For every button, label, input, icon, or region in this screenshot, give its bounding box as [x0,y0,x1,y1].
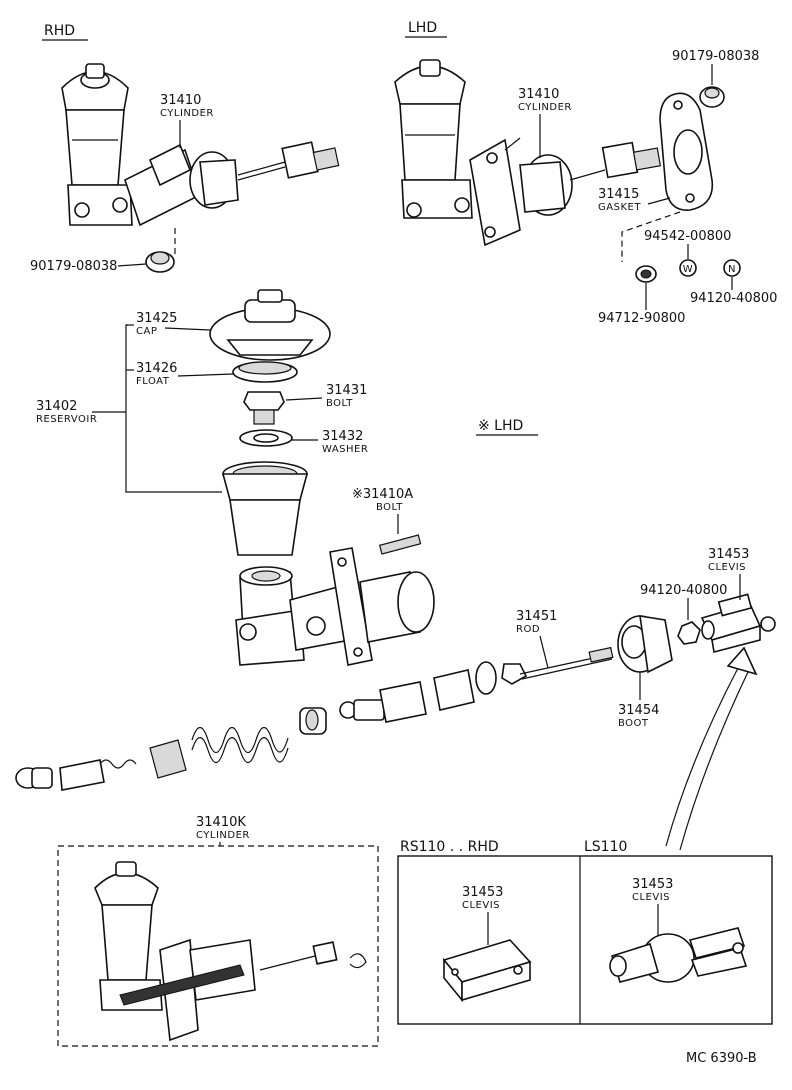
part-number: 94712-90800 [598,311,685,326]
callout-31425: 31425 CAP [136,311,211,337]
section-lhd: LHD [405,20,447,38]
boot-31454-drawing [617,615,673,674]
part-name: BOLT [326,398,353,409]
reservoir-31402-drawing [221,461,309,556]
callout-31415: 31415 GASKET [598,187,671,213]
part-name: RESERVOIR [36,414,97,425]
part-number: 31426 [136,361,177,376]
master-cylinder-body [235,547,435,666]
section-rhd-label: RHD [44,23,75,39]
lhd-cylinder-drawing [394,59,662,247]
grommet-90179-lhd [699,86,725,108]
marker-w: W [683,264,693,275]
callout-31432: 31432 WASHER [292,429,368,455]
callout-94120-mid: 94120-40800 [640,583,727,620]
callout-94542: 94542-00800 [644,229,731,259]
part-number: 31431 [326,383,367,398]
reservoir-bracket [92,324,222,493]
part-number: ※31410A [352,487,413,502]
part-number: 31415 [598,187,639,202]
part-number: 31425 [136,311,177,326]
part-name: WASHER [322,444,368,455]
callout-31402: 31402 RESERVOIR [36,399,97,425]
lhd-note: ※ LHD [476,418,538,436]
internal-parts [15,661,528,791]
part-number: 94120-40800 [640,583,727,598]
variant-boxes: RS110 . . RHD LS110 [397,839,773,1025]
washer-31432-drawing [239,429,293,447]
callout-94712: 94712-90800 [598,283,685,326]
part-number: 31432 [322,429,363,444]
callout-31410K: 31410K CYLINDER [196,815,250,846]
part-name: CLEVIS [632,892,670,903]
part-name: CYLINDER [160,108,214,119]
part-number: 90179-08038 [30,259,117,274]
part-number: 31453 [708,547,749,562]
callout-31453-rs110: 31453 CLEVIS [462,885,503,945]
part-name: ROD [516,624,540,635]
callout-31426: 31426 FLOAT [136,361,234,387]
part-name: CYLINDER [196,830,250,841]
part-number: 31410 [518,87,559,102]
variant-ls110-label: LS110 [584,839,627,855]
clevis-31453-drawing [700,593,776,653]
section-rhd: RHD [42,23,88,41]
diagram-code: MC 6390-B [686,1051,757,1066]
gasket-31415 [659,92,714,211]
callout-90179-rhd: 90179-08038 [30,228,176,274]
part-number: 94120-40800 [690,291,777,306]
callout-94120-top: 94120-40800 [690,277,777,306]
callout-31410A: ※31410A BOLT [352,487,413,534]
clevis-ls110-drawing [609,927,748,983]
part-name: CLEVIS [708,562,746,573]
callout-31431: 31431 BOLT [285,383,367,409]
cylinder-kit-box [57,845,379,1047]
float-31426-drawing [232,361,298,383]
part-number: 31454 [618,703,659,718]
cylinder-kit-drawing [94,861,367,1042]
rhd-cylinder-drawing [61,63,340,227]
grommet-90179-rhd [145,251,175,273]
callout-31453-ls110: 31453 CLEVIS [632,877,673,935]
bolt-31410A-drawing [378,534,422,555]
nut-94120-drawing [677,621,701,645]
part-number: 90179-08038 [672,49,759,64]
part-name: CLEVIS [462,900,500,911]
part-number: 31410K [196,815,246,830]
cap-31425-drawing [209,289,331,361]
lhd-note-label: ※ LHD [478,418,523,434]
bolt-31431-drawing [243,391,285,425]
part-number: 31410 [160,93,201,108]
callout-90179-lhd: 90179-08038 [672,49,759,108]
part-name: CYLINDER [518,102,572,113]
callout-31410-lhd: 31410 CYLINDER [518,87,572,158]
part-number: 31402 [36,399,77,414]
variant-rs110-rhd-label: RS110 . . RHD [400,839,499,855]
part-name: FLOAT [136,376,170,387]
callout-31454: 31454 BOOT [618,672,659,729]
callout-31410-rhd: 31410 CYLINDER [160,93,214,148]
part-name: BOOT [618,718,649,729]
rod-31451-drawing [519,646,614,680]
marker-n: N [728,264,736,275]
part-number: 94542-00800 [644,229,731,244]
part-number: 31451 [516,609,557,624]
part-number: 31453 [462,885,503,900]
callout-31451: 31451 ROD [516,609,557,669]
part-name: CAP [136,326,157,337]
section-lhd-label: LHD [408,20,437,36]
callout-31453: 31453 CLEVIS [708,547,749,600]
lhd-fasteners: W N [621,211,741,283]
variant-arrow [665,646,758,851]
clevis-rs110-drawing [442,939,532,1003]
part-name: BOLT [376,502,403,513]
part-name: GASKET [598,202,641,213]
part-number: 31453 [632,877,673,892]
